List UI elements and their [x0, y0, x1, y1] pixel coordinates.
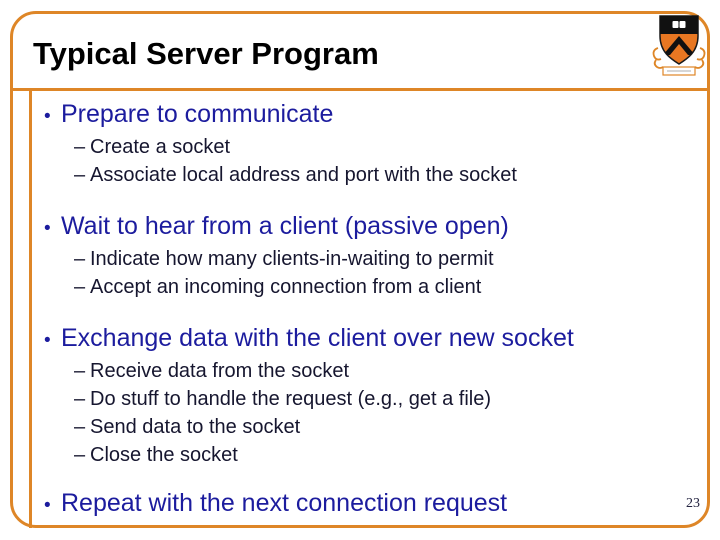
bullet-dot-icon: •	[44, 495, 51, 516]
sub-bullet-text: Do stuff to handle the request (e.g., ge…	[90, 388, 491, 410]
princeton-crest-icon	[652, 15, 706, 76]
bullet-dot-icon: •	[44, 106, 51, 127]
bullet-item: • Repeat with the next connection reques…	[44, 487, 694, 522]
bullet-section-exchange: • Exchange data with the client over new…	[44, 322, 694, 469]
dash-icon: –	[74, 416, 86, 438]
sub-bullet-text: Receive data from the socket	[90, 360, 350, 382]
dash-icon: –	[74, 388, 86, 410]
page-number: 23	[686, 496, 700, 511]
slide-border	[10, 11, 710, 528]
slide-title: Typical Server Program	[33, 36, 379, 71]
bullet-dot-icon: •	[44, 218, 51, 239]
bullet-section-repeat: • Repeat with the next connection reques…	[44, 487, 694, 522]
bullet-text: Wait to hear from a client (passive open…	[61, 212, 509, 240]
sub-bullet-item: – Send data to the socket	[74, 413, 694, 441]
bullet-section-prepare: • Prepare to communicate – Create a sock…	[44, 98, 694, 189]
sub-bullet-item: – Do stuff to handle the request (e.g., …	[74, 385, 694, 413]
sub-bullet-item: – Associate local address and port with …	[74, 161, 694, 189]
sub-bullet-item: – Close the socket	[74, 441, 694, 469]
crest-motto-banner	[662, 66, 696, 76]
bullet-item: • Exchange data with the client over new…	[44, 322, 694, 357]
crest-ornaments	[652, 47, 706, 69]
dash-icon: –	[74, 444, 86, 466]
sub-bullet-item: – Indicate how many clients-in-waiting t…	[74, 245, 694, 273]
title-divider-line	[10, 88, 710, 91]
sub-bullet-text: Send data to the socket	[90, 416, 301, 438]
bullet-item: • Prepare to communicate	[44, 98, 694, 133]
crest-chevron	[663, 36, 695, 55]
bullet-item: • Wait to hear from a client (passive op…	[44, 210, 694, 245]
content-left-rule	[29, 91, 32, 528]
bullet-text: Exchange data with the client over new s…	[61, 324, 574, 352]
bullet-text: Repeat with the next connection request	[61, 489, 508, 517]
sub-bullet-item: – Accept an incoming connection from a c…	[74, 273, 694, 301]
dash-icon: –	[74, 276, 86, 298]
sub-bullet-text: Associate local address and port with th…	[90, 164, 517, 186]
bullet-text: Prepare to communicate	[61, 100, 334, 128]
dash-icon: –	[74, 360, 86, 382]
sub-bullet-item: – Create a socket	[74, 133, 694, 161]
sub-bullet-text: Accept an incoming connection from a cli…	[90, 276, 482, 298]
bullet-dot-icon: •	[44, 330, 51, 351]
crest-open-book	[672, 20, 686, 29]
sub-bullet-text: Indicate how many clients-in-waiting to …	[90, 248, 494, 270]
dash-icon: –	[74, 136, 86, 158]
dash-icon: –	[74, 164, 86, 186]
sub-bullet-item: – Receive data from the socket	[74, 357, 694, 385]
sub-bullet-text: Create a socket	[90, 136, 231, 158]
sub-bullet-text: Close the socket	[90, 444, 238, 466]
bullet-section-wait: • Wait to hear from a client (passive op…	[44, 210, 694, 301]
slide-body: • Prepare to communicate – Create a sock…	[44, 98, 694, 540]
dash-icon: –	[74, 248, 86, 270]
